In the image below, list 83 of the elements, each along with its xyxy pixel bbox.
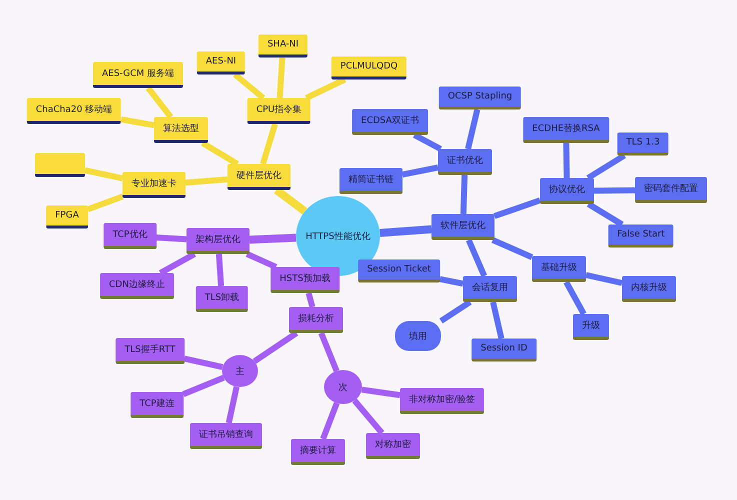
topic-box: AES-NI (196, 52, 246, 74)
topic-box: Session Ticket (358, 260, 440, 282)
topic-box: CDN边缘终止 (100, 273, 174, 299)
branch-line (439, 299, 472, 324)
topic-box: 会话复用 (463, 276, 517, 302)
topic-circle: 主 (222, 355, 258, 387)
branch-line (460, 174, 468, 214)
topic-box (35, 153, 85, 177)
topic-box: 专业加速卡 (122, 172, 186, 198)
topic-box: ChaCha20 移动端 (26, 98, 122, 124)
topic-box: PCLMULQDQ (331, 56, 407, 80)
topic-box: SHA-NI (258, 34, 308, 58)
branch-line (84, 167, 124, 182)
branch-line (352, 398, 384, 435)
topic-box: TLS 1.3 (617, 132, 669, 156)
topic-box: TLS握手RTT (116, 338, 184, 364)
topic-box: CPU指令集 (247, 98, 311, 124)
branch-line (182, 374, 225, 397)
topic-box: 对称加密 (366, 433, 420, 459)
topic-box: 证书吊销查询 (190, 423, 262, 449)
branch-line (249, 234, 296, 244)
topic-box: TCP优化 (104, 223, 156, 249)
branch-line (86, 194, 124, 212)
branch-line (201, 140, 239, 167)
topic-box: ECDHE替换RSA (523, 117, 609, 143)
topic-box: 架构层优化 (186, 228, 250, 254)
branch-line (490, 301, 504, 340)
branch-line (246, 251, 278, 270)
topic-box: 软件层优化 (432, 214, 494, 240)
topic-box: Session ID (472, 338, 536, 362)
topic-box: OCSP Stapling (438, 86, 522, 110)
topic-box: 硬件层优化 (228, 164, 290, 190)
topic-box: FPGA (46, 206, 88, 228)
branch-line (466, 238, 488, 278)
branch-line (226, 386, 240, 424)
branch-line (260, 123, 278, 165)
topic-box: 证书优化 (438, 149, 492, 175)
branch-line (564, 280, 586, 316)
branch-line (586, 152, 626, 181)
topic-box: 摘要计算 (291, 439, 345, 465)
topic-box: 非对称加密/验签 (400, 388, 484, 414)
branch-line (494, 197, 541, 219)
branch-line (586, 201, 624, 228)
topic-box: False Start (608, 224, 674, 248)
branch-line (465, 108, 480, 150)
topic-box: HSTS预加载 (270, 267, 340, 293)
topic-box: 损耗分析 (289, 307, 343, 333)
branch-line (304, 76, 346, 101)
branch-line (232, 72, 266, 100)
topic-box: AES-GCM 服务端 (92, 62, 184, 88)
branch-line (216, 254, 224, 286)
topic-circle: 次 (324, 370, 362, 404)
branch-line (492, 237, 534, 260)
branch-line (158, 251, 196, 276)
branch-line (594, 187, 636, 194)
topic-box: 精简证书链 (340, 168, 402, 194)
branch-line (184, 356, 224, 370)
topic-box: TLS卸载 (196, 286, 248, 312)
branch-line (306, 292, 316, 308)
branch-line (318, 332, 340, 372)
topic-box: 密码套件配置 (635, 177, 707, 203)
branch-line (156, 234, 187, 242)
branch-line (185, 176, 228, 186)
branch-line (252, 330, 298, 364)
topic-box: 内核升级 (622, 276, 676, 302)
branch-line (439, 276, 464, 287)
topic-box: 升级 (573, 314, 609, 340)
branch-line (585, 272, 623, 286)
topic-box: 协议优化 (540, 178, 594, 204)
topic-box: 算法选型 (154, 117, 208, 143)
topic-pill: 填用 (395, 321, 441, 351)
branch-line (120, 116, 155, 128)
branch-line (146, 86, 174, 119)
branch-line (412, 132, 442, 152)
branch-line (563, 142, 570, 178)
branch-line (361, 386, 400, 398)
topic-box: ECDSA双证书 (352, 109, 428, 135)
topic-box: 基础升级 (532, 256, 586, 282)
branch-line (402, 164, 439, 178)
branch-line (380, 225, 432, 237)
topic-box: TCP建连 (130, 392, 184, 418)
branch-line (320, 402, 340, 440)
branch-line (276, 57, 286, 98)
